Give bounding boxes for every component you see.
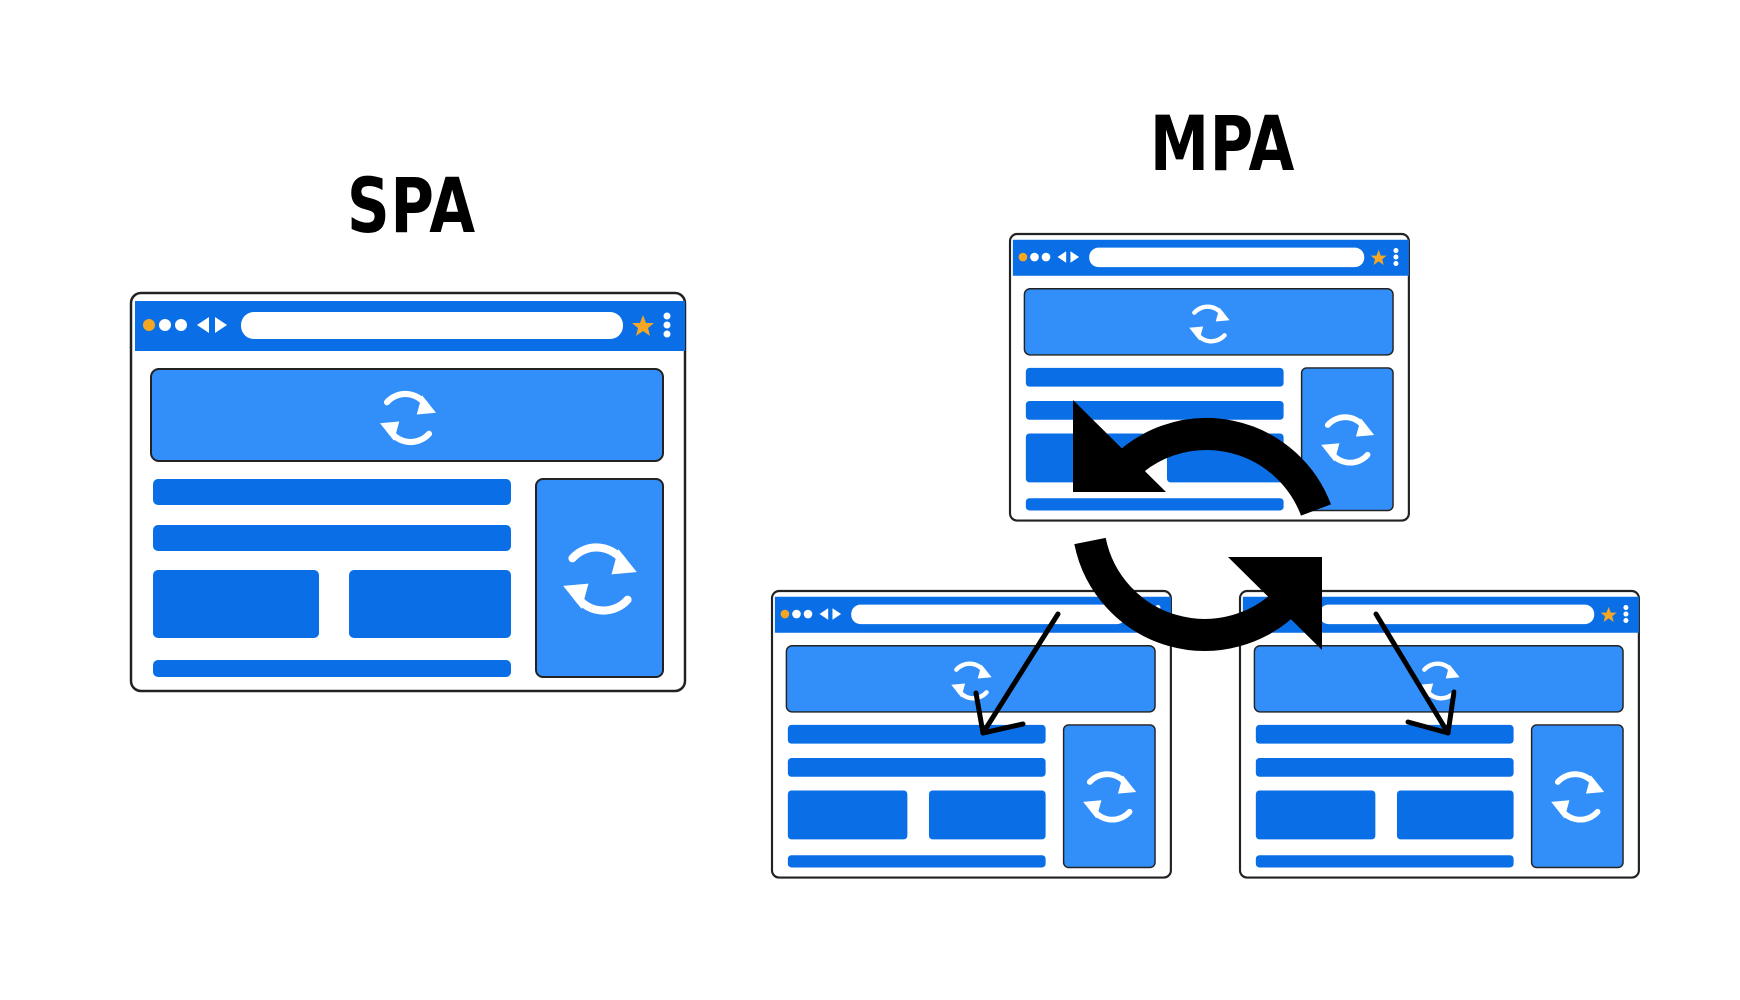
content-card	[1396, 790, 1514, 840]
mpa-top-browser-window	[1008, 232, 1410, 522]
spa-title: SPA	[347, 161, 476, 250]
star-icon[interactable]	[632, 315, 654, 336]
hero-block	[1253, 644, 1624, 713]
arrowhead	[1073, 400, 1166, 492]
arrowhead	[1228, 557, 1322, 650]
content-line	[787, 758, 1046, 777]
content-line	[1255, 855, 1514, 868]
mpa-right-browser-window	[1238, 589, 1640, 879]
spa-browser-window	[129, 291, 687, 693]
url-bar[interactable]	[851, 604, 1127, 625]
traffic-dots-icon	[780, 609, 790, 619]
url-bar[interactable]	[241, 312, 623, 339]
content-line	[1255, 758, 1514, 777]
kebab-menu-icon[interactable]	[1623, 605, 1629, 624]
traffic-dots-icon	[1018, 252, 1028, 262]
content-card	[787, 790, 908, 840]
content-line	[1255, 724, 1514, 744]
content-line	[787, 855, 1046, 868]
traffic-dots-icon	[143, 319, 155, 331]
hero-block	[150, 368, 664, 462]
content-line	[1025, 498, 1284, 511]
kebab-menu-icon[interactable]	[1393, 248, 1399, 267]
mpa-left-browser-window	[770, 589, 1172, 879]
content-card	[153, 570, 319, 638]
url-bar[interactable]	[1319, 604, 1595, 625]
mpa-title: MPA	[1150, 99, 1296, 188]
url-bar[interactable]	[1089, 247, 1365, 268]
cycle-arrows-icon	[1073, 400, 1331, 651]
content-card	[349, 570, 511, 638]
content-line	[1025, 367, 1284, 387]
sidebar-block	[1530, 724, 1624, 869]
navigate-arrow-left	[973, 611, 1061, 736]
kebab-menu-icon[interactable]	[663, 312, 671, 338]
content-line	[153, 479, 511, 505]
navigate-arrow-right	[1373, 611, 1457, 736]
content-card	[928, 790, 1046, 840]
back-forward-icon[interactable]	[197, 317, 227, 333]
content-line	[153, 660, 511, 677]
star-icon[interactable]	[1600, 606, 1617, 622]
hero-block	[785, 644, 1156, 713]
hero-block	[1023, 287, 1394, 356]
back-forward-icon[interactable]	[1057, 251, 1080, 263]
back-forward-icon[interactable]	[819, 608, 842, 620]
content-line	[153, 525, 511, 551]
star-icon[interactable]	[1370, 249, 1387, 265]
sidebar-block	[535, 478, 664, 678]
sidebar-block	[1062, 724, 1156, 869]
content-card	[1255, 790, 1376, 840]
content-line	[1025, 401, 1284, 420]
sidebar-block	[1300, 367, 1394, 512]
